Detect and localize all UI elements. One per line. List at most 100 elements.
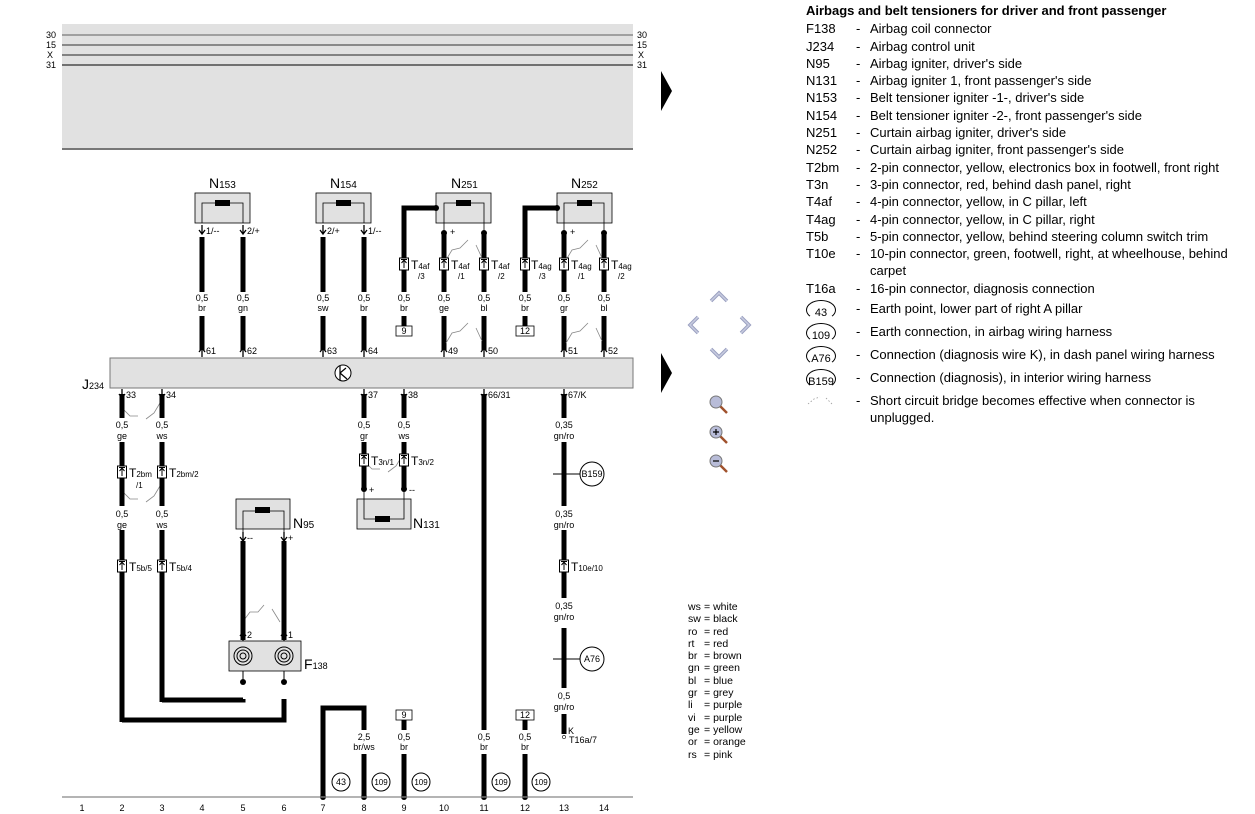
earth-connection-109[interactable]: 109 — [371, 772, 391, 792]
legend-code: T4ag — [806, 211, 836, 227]
color-code-row: ro= red — [688, 626, 746, 638]
wire-gauge-label: 2,5 — [358, 732, 371, 742]
wire-gauge-label: 0,5 — [116, 420, 129, 430]
next-page-arrow-bottom[interactable] — [661, 353, 672, 393]
color-code-row: rs= pink — [688, 749, 746, 761]
zoom-in-button[interactable] — [708, 424, 730, 446]
ref-box-9-bottom[interactable]: 9 — [395, 709, 413, 721]
wire-gauge-label: 0,5 — [398, 293, 411, 303]
component-n251[interactable]: N251 — [435, 175, 492, 232]
earth-circle-icon: A76 — [806, 346, 836, 367]
wire-color-label: gn/ro — [554, 702, 575, 712]
ref-box-12-bottom[interactable]: 12 — [515, 709, 535, 721]
color-code: br — [688, 650, 698, 663]
bus-label-31: 31 — [46, 60, 56, 70]
svg-text:9: 9 — [401, 326, 406, 336]
ref-box-12[interactable]: 12 — [515, 325, 535, 337]
legend-desc: Short circuit bridge becomes effective w… — [870, 393, 1195, 426]
component-n131[interactable]: N131 — [356, 490, 440, 531]
pin-label: 1/-- — [206, 226, 220, 236]
t16a-label: T16a/7 — [569, 735, 597, 745]
component-f138[interactable]: F138 — [228, 640, 328, 682]
wire-color-label: gr — [360, 431, 368, 441]
color-eq: = — [704, 662, 714, 675]
wire-color-label: br — [400, 303, 408, 313]
wire-color-label: br — [198, 303, 206, 313]
earth-connection-109[interactable]: 109 — [491, 772, 511, 792]
svg-text:N251: N251 — [451, 175, 478, 191]
next-page-arrow-top[interactable] — [661, 71, 672, 111]
minus-sign: -- — [409, 485, 415, 495]
color-eq: = — [704, 601, 714, 613]
pan-up-button[interactable] — [708, 290, 730, 304]
legend-code: N153 — [806, 90, 838, 106]
legend-code: T5b — [806, 228, 829, 244]
legend-code: N252 — [806, 142, 838, 158]
bus-label-15: 15 — [46, 40, 56, 50]
zoom-in-icon — [709, 425, 728, 444]
pin-label: + — [288, 533, 293, 543]
color-eq: = — [704, 723, 714, 736]
wire-color-label: br/ws — [353, 742, 375, 752]
legend-dash: - — [856, 107, 861, 123]
j234-pin-label: 37 — [368, 390, 378, 400]
color-name: red — [713, 637, 729, 650]
conn-label: T4af — [491, 258, 510, 272]
wire-color-label: br — [360, 303, 368, 313]
j234-pin-label: 38 — [408, 390, 418, 400]
wire-color-label: ge — [117, 520, 127, 530]
wire-gauge-label: 0,5 — [478, 732, 491, 742]
node-a76[interactable]: A76 — [553, 646, 605, 672]
zoom-out-button[interactable] — [708, 453, 730, 475]
legend-symbol-item: 109-Earth connection, in airbag wiring h… — [806, 323, 1251, 344]
track-number: 1 — [79, 803, 84, 813]
legend-item: T4ag-4-pin connector, yellow, in C pilla… — [806, 211, 1251, 228]
ref-box-9[interactable]: 9 — [395, 325, 413, 337]
legend-item: T16a-16-pin connector, diagnosis connect… — [806, 280, 1251, 297]
component-j234[interactable]: J234 — [82, 357, 634, 392]
earth-connection-109[interactable]: 109 — [411, 772, 431, 792]
legend-item: N153-Belt tensioner igniter -1-, driver'… — [806, 89, 1251, 106]
zoom-fit-button[interactable] — [708, 394, 730, 416]
track-number: 4 — [199, 803, 204, 813]
earth-circle-icon: 43 — [806, 300, 836, 321]
color-code-row: sw= black — [688, 613, 746, 625]
node-b159[interactable]: B159 — [553, 461, 605, 487]
color-name: green — [713, 662, 740, 675]
component-n252[interactable]: N252 — [556, 175, 613, 232]
earth-point-43[interactable]: 43 — [331, 772, 351, 792]
wire-color-label: br — [400, 742, 408, 752]
j234-pin-label: 62 — [247, 346, 257, 356]
legend-dash: - — [856, 125, 861, 141]
legend-desc: Airbag igniter 1, front passenger's side — [870, 73, 1092, 89]
color-code-row: ws= white — [688, 601, 746, 613]
diag-k-label: K — [568, 726, 574, 736]
color-name: orange — [713, 736, 746, 749]
pan-left-button[interactable] — [686, 314, 702, 336]
wire-gauge-label: 0,5 — [116, 509, 129, 519]
conn-pin-label: /2 — [618, 272, 625, 281]
connector-t10e[interactable] — [559, 559, 569, 573]
wire-gauge-label: 0,35 — [555, 601, 573, 611]
color-code: gn — [688, 662, 700, 675]
wire-gauge-label: 0,35 — [555, 420, 573, 430]
color-eq: = — [704, 748, 714, 761]
color-name: blue — [713, 674, 733, 687]
svg-text:109: 109 — [534, 778, 548, 787]
component-n154[interactable]: N154 — [315, 175, 372, 224]
component-n153[interactable]: N153 — [194, 175, 251, 224]
legend-desc: 4-pin connector, yellow, in C pillar, ri… — [870, 211, 1095, 227]
color-code: vi — [688, 711, 696, 724]
chevron-right-icon — [739, 315, 752, 335]
wire-color-label: gn/ro — [554, 612, 575, 622]
wire-color-label: ge — [439, 303, 449, 313]
legend-title: Airbags and belt tensioners for driver a… — [806, 3, 1167, 18]
svg-text:N154: N154 — [330, 175, 357, 191]
pan-right-button[interactable] — [737, 314, 753, 336]
legend-code: T2bm — [806, 159, 840, 175]
earth-connection-109[interactable]: 109 — [531, 772, 551, 792]
bottom-wires — [119, 394, 567, 797]
component-n95[interactable]: N95 — [235, 498, 315, 535]
legend-desc: Airbag igniter, driver's side — [870, 55, 1023, 71]
pan-down-button[interactable] — [708, 346, 730, 360]
